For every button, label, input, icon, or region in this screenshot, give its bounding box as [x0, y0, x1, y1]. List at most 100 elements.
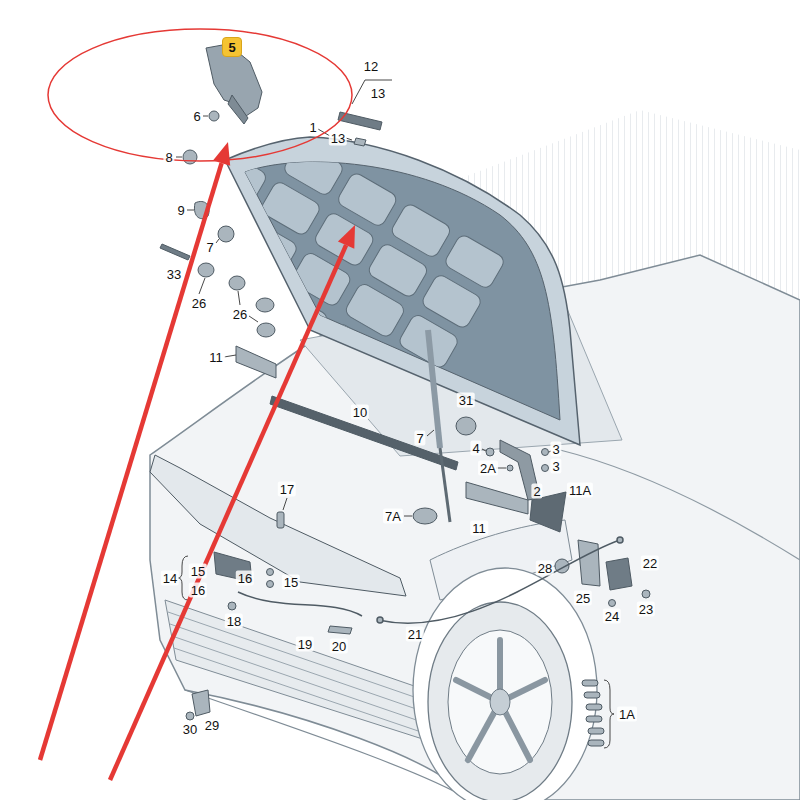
callout-number: 22 [641, 556, 659, 571]
parts [267, 569, 274, 576]
leader-line [199, 278, 205, 294]
release-cable [238, 537, 623, 623]
callout-number: 26 [190, 296, 208, 311]
leader-line [187, 210, 194, 211]
callout-number: 11 [470, 521, 488, 536]
parts [209, 111, 219, 121]
callout-number: 7 [204, 240, 215, 255]
hood [159, 109, 506, 410]
wheel [428, 602, 572, 800]
callout-number: 2A [478, 461, 498, 476]
callout-number: 16 [189, 583, 207, 598]
callout-number: 13 [329, 131, 347, 146]
callout-number: 17 [278, 482, 296, 497]
parts [609, 600, 616, 607]
callout-number: 20 [330, 639, 348, 654]
callout-number: 21 [406, 627, 424, 642]
parts [228, 602, 236, 610]
callout-number: 1A [617, 707, 637, 722]
leader-line [176, 157, 182, 158]
parts [277, 512, 284, 528]
wheel [413, 568, 597, 800]
parts [542, 465, 549, 472]
callout-number: 9 [175, 203, 186, 218]
callout-number: 31 [457, 393, 475, 408]
leader-line [176, 80, 614, 748]
red-arrow [40, 163, 222, 760]
callout-number: 16 [236, 571, 254, 586]
highlight-ellipse [48, 29, 352, 161]
parts [606, 558, 632, 590]
parts [218, 226, 234, 242]
release-cable [377, 617, 383, 623]
leader-line [249, 316, 258, 322]
callout-number: 23 [637, 602, 655, 617]
callout-number: 25 [574, 591, 592, 606]
parts [582, 680, 598, 686]
parts [507, 465, 513, 471]
wheel [490, 689, 510, 715]
leader-line [238, 291, 240, 305]
callout-number: 10 [351, 405, 369, 420]
parts [236, 346, 276, 378]
leader-line [427, 430, 434, 436]
parts [328, 626, 352, 634]
parts [354, 138, 366, 146]
hood [259, 180, 322, 237]
release-cable [378, 540, 620, 623]
red-arrow [338, 225, 355, 249]
callout-number: 15 [189, 564, 207, 579]
hood [343, 282, 406, 339]
callout-number: 33 [165, 267, 183, 282]
parts [542, 449, 549, 456]
parts [642, 590, 650, 598]
car-body [172, 636, 428, 724]
wheel [448, 630, 552, 774]
highlight-ellipse [48, 29, 352, 161]
callout-number: 3 [550, 442, 561, 457]
parts [440, 448, 450, 522]
car-body [168, 612, 423, 700]
callout-number: 29 [203, 718, 221, 733]
callout-number: 19 [296, 637, 314, 652]
parts [160, 244, 190, 260]
leader-line [482, 449, 486, 451]
leader-line [283, 498, 287, 510]
parts [588, 728, 604, 734]
wheel [413, 568, 597, 800]
parts [428, 330, 440, 448]
callout-number: 1 [307, 120, 318, 135]
hood [236, 220, 299, 277]
callout-number: 30 [181, 722, 199, 737]
parts [586, 704, 602, 710]
release-cable [238, 592, 362, 616]
callout-number: 6 [191, 109, 202, 124]
callout-number: 3 [550, 459, 561, 474]
parts [186, 712, 194, 720]
callout-number: 7 [414, 431, 425, 446]
callout-badge: 5 [222, 37, 242, 57]
leader-line [346, 138, 352, 140]
leader-line [178, 556, 188, 600]
callout-number: 18 [225, 614, 243, 629]
parts [257, 323, 275, 337]
callout-number: 11 [207, 350, 225, 365]
callout-number: 26 [231, 307, 249, 322]
car-body [168, 612, 430, 735]
callout-number: 24 [603, 609, 621, 624]
parts [586, 716, 602, 722]
leader-line [216, 239, 219, 243]
callout-number: 4 [470, 441, 481, 456]
parts [150, 455, 406, 596]
callout-number: 28 [536, 561, 554, 576]
callout-number: 13 [369, 86, 387, 101]
parts [413, 508, 437, 524]
callout-number: 8 [163, 150, 174, 165]
callout-number: 12 [362, 59, 380, 74]
leader-line [224, 355, 236, 357]
leader-line [203, 116, 208, 117]
callout-number: 11A [567, 483, 593, 498]
callout-number: 14 [161, 571, 179, 586]
car-body [174, 648, 430, 735]
